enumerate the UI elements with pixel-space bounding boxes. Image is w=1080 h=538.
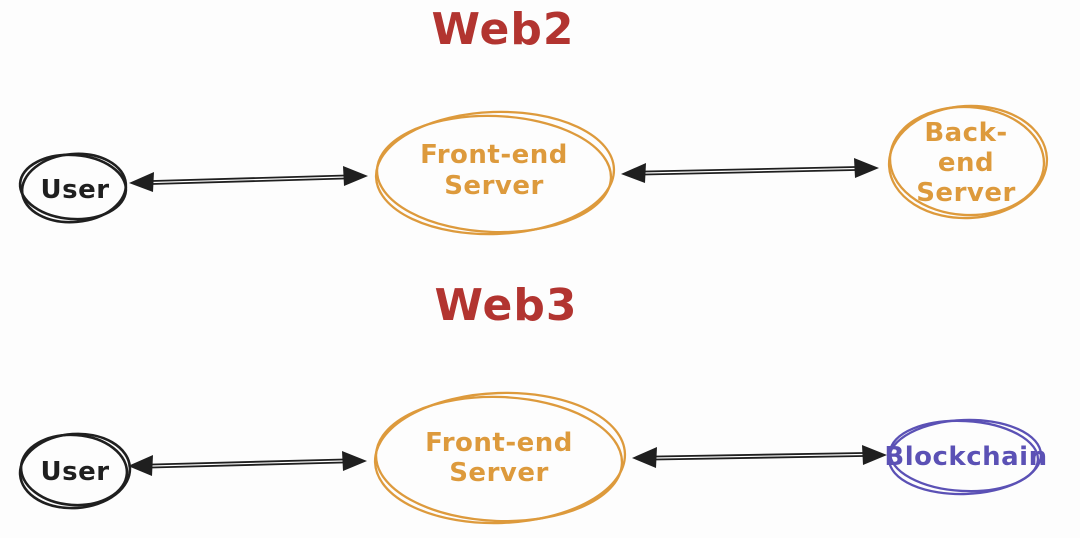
web2-arrow-user-frontend — [129, 166, 368, 192]
web2-arrow-frontend-backend — [621, 158, 879, 183]
web3-arrow-frontend-blockchain — [632, 445, 887, 468]
web3-user-label: User — [40, 457, 110, 487]
web2-section-title: Web2 — [431, 4, 575, 55]
web2-user-label: User — [40, 175, 110, 205]
web3-frontend-ellipse — [373, 391, 627, 525]
web2-frontend-server-label: Front-end Server — [420, 140, 568, 201]
web2-frontend-ellipse — [374, 110, 616, 236]
web3-blockchain-label: Blockchain — [884, 442, 1048, 472]
web3-frontend-server-label: Front-end Server — [425, 428, 573, 488]
web3-arrow-user-frontend — [128, 451, 367, 476]
web3-blockchain-ellipse — [887, 418, 1043, 496]
web2-backend-server-label: Back-end Server — [916, 118, 1016, 208]
web3-section-title: Web3 — [434, 280, 578, 331]
web3-user-ellipse — [18, 432, 132, 510]
web2-backend-ellipse — [887, 104, 1049, 220]
web2-user-ellipse — [18, 152, 128, 224]
